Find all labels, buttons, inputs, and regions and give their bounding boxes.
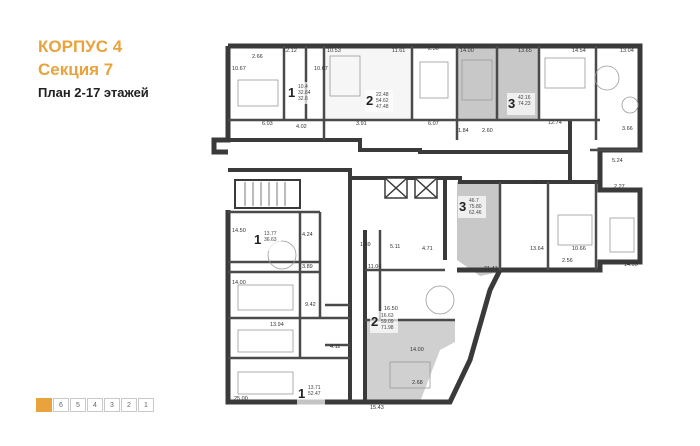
room-area-label: 2.66 — [252, 54, 263, 60]
apartment-tag[interactable] — [458, 196, 486, 218]
section-title: Секция 7 — [38, 60, 114, 79]
room-area-label: 2.27 — [614, 184, 625, 190]
room-area-label: 6.03 — [262, 121, 273, 127]
room-area-label: 10.67 — [232, 66, 246, 72]
apartment-room-count: 1 — [298, 386, 305, 401]
room-area-label: 15.43 — [370, 405, 384, 411]
room-area-label: 14.00 — [232, 280, 246, 286]
room-area-label: 3.66 — [622, 126, 633, 132]
section-tab[interactable]: 6 — [53, 398, 69, 412]
apartment-area: 74.23 — [518, 101, 531, 107]
room-area-label: 2.56 — [428, 46, 439, 52]
corridor-walls — [228, 120, 600, 402]
room-area-label: 25.00 — [234, 396, 248, 402]
apartment-area: 47.48 — [376, 104, 389, 110]
room-area-label: 14.00 — [410, 347, 424, 353]
furniture — [237, 55, 639, 395]
room-area-label: 4.71 — [422, 246, 433, 252]
apartment-area: 42.16 — [518, 95, 531, 101]
apartment-room-count: 2 — [371, 314, 378, 329]
apartment-area: 32.64 — [298, 90, 311, 96]
apartment-top-3-fill[interactable] — [457, 48, 497, 121]
room-area-label: 14.00 — [624, 262, 638, 268]
apartment-area: 13.77 — [264, 231, 277, 237]
apartment-area: 75.80 — [469, 204, 482, 210]
room-area-label: 5.11 — [390, 244, 400, 250]
room-area-label: 3.89 — [302, 264, 313, 270]
apartment-area: 32.6 — [298, 96, 308, 102]
section-tab[interactable]: 2 — [121, 398, 137, 412]
apartment-area: 13.71 — [308, 385, 321, 391]
room-area-label: 13.04 — [620, 48, 634, 54]
building-title: КОРПУС 4 — [38, 37, 123, 56]
apartment-tag[interactable] — [507, 93, 535, 115]
apartment-area: 36.63 — [264, 237, 277, 243]
apartment-area: 59.09 — [381, 319, 394, 325]
apartment-tag[interactable] — [370, 311, 398, 333]
room-area-label: 4.11 — [330, 344, 340, 350]
apartment-tag[interactable] — [253, 229, 281, 251]
room-area-label: 13.94 — [270, 322, 284, 328]
apartment-area: 10.4 — [298, 84, 308, 90]
room-area-label: 2.60 — [482, 128, 493, 134]
apartment-area: 22.48 — [376, 92, 389, 98]
room-area-label: 11.04 — [368, 264, 381, 270]
apartment-room-count: 2 — [366, 93, 373, 108]
apartment-fills — [324, 46, 539, 402]
room-area-label: 4.02 — [296, 124, 307, 130]
apartment-room-count: 3 — [508, 96, 515, 111]
room-area-label: 10.67 — [314, 66, 328, 72]
apartment-area: 54.62 — [376, 98, 389, 104]
elevators — [384, 177, 438, 199]
apartment-area: 16.63 — [381, 313, 394, 319]
apartment-room-count: 3 — [459, 199, 466, 214]
stairwell — [234, 179, 301, 209]
room-area-label: 14.00 — [460, 48, 474, 54]
section-tab[interactable] — [36, 398, 52, 412]
room-area-label: 13.64 — [530, 246, 544, 252]
room-area-label: 1.89 — [360, 242, 371, 248]
room-area-label: 21.41 — [484, 266, 498, 272]
room-area-label: 4.24 — [302, 232, 313, 238]
room-area-label: 12.12 — [283, 48, 297, 54]
section-tab[interactable]: 1 — [138, 398, 154, 412]
section-tab[interactable]: 5 — [70, 398, 86, 412]
room-area-label: 6.07 — [428, 121, 439, 127]
apartment-area: 52.47 — [308, 391, 321, 397]
room-area-label: 12.74 — [548, 120, 562, 126]
section-tab[interactable]: 3 — [104, 398, 120, 412]
room-area-label: 2.56 — [562, 258, 573, 264]
apartment-mid-2-fill[interactable] — [365, 320, 455, 402]
room-area-label: 14.54 — [572, 48, 586, 54]
room-area-label: 2.68 — [412, 380, 423, 386]
room-area-label: 10.66 — [572, 246, 586, 252]
apartment-tag[interactable] — [287, 82, 315, 104]
apartment-area: 62.46 — [469, 210, 482, 216]
apartment-area: 46.7 — [469, 198, 479, 204]
room-area-label: 13.65 — [518, 48, 532, 54]
room-area-label: 1.84 — [458, 128, 469, 134]
apartment-tag[interactable] — [297, 383, 325, 405]
room-area-label: 9.42 — [305, 302, 316, 308]
room-area-label: 14.50 — [232, 228, 246, 234]
room-area-label: 10.53 — [327, 48, 341, 54]
room-area-label: 3.91 — [356, 121, 367, 127]
floors-subtitle: План 2-17 этажей — [38, 85, 149, 100]
room-area-label: 16.50 — [384, 306, 398, 312]
outer-walls — [211, 43, 643, 405]
apartment-room-count: 1 — [254, 232, 261, 247]
room-area-label: 12.83 — [532, 180, 546, 186]
section-tab[interactable]: 4 — [87, 398, 103, 412]
room-area-label: 11.61 — [392, 48, 405, 54]
apartment-room-count: 1 — [288, 85, 295, 100]
apartment-area: 71.98 — [381, 325, 394, 331]
apartment-tag[interactable] — [365, 90, 393, 112]
room-area-label: 5.24 — [612, 158, 623, 164]
